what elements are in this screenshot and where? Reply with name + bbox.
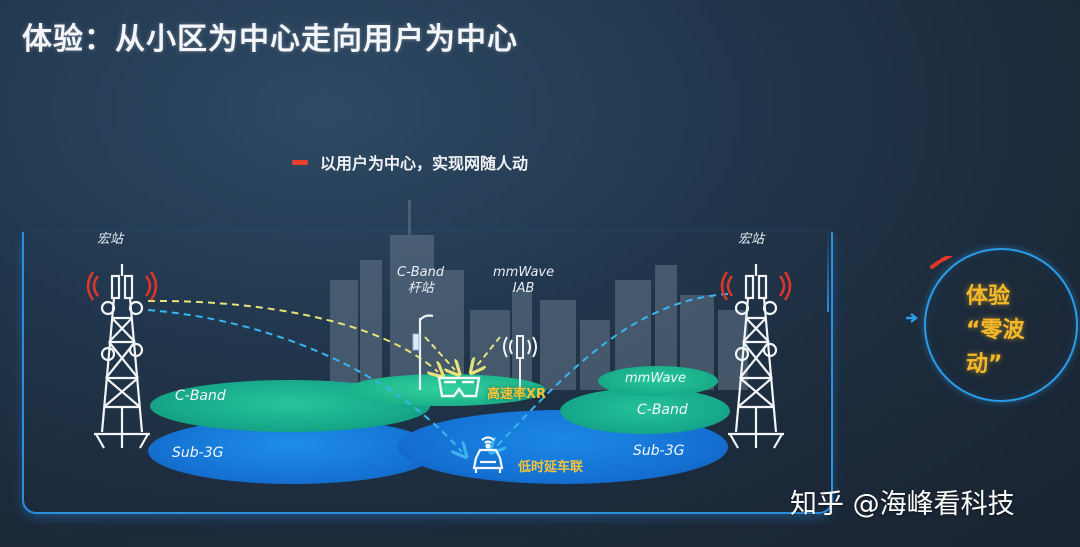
left-macro-tower-icon [86, 264, 158, 449]
use-case-xr-label: 高速率XR [487, 387, 547, 402]
badge-line-3: 动” [966, 352, 1003, 377]
badge-red-dashes-icon [930, 256, 952, 269]
band-label-sub3g-right: Sub-3G [633, 443, 685, 459]
vr-glasses-icon [437, 376, 481, 398]
slide-title: 体验：从小区为中心走向用户为中心 [22, 22, 518, 57]
subtitle-text: 以用户为中心，实现网随人动 [320, 154, 529, 173]
pole-site-label-band: C-Band [397, 265, 445, 280]
band-label-mmwave-right: mmWave [625, 371, 687, 386]
band-label-cband-left: C-Band [175, 388, 226, 404]
band-label-cband-right: C-Band [637, 402, 688, 418]
experience-badge-text: 体验 “零波 动” [966, 280, 1024, 382]
bullet-dash-icon [292, 159, 308, 165]
slide-subtitle: 以用户为中心，实现网随人动 [292, 150, 528, 174]
badge-line-2: “零波 [966, 318, 1025, 343]
pole-site-label: C-Band 杆站 [397, 265, 444, 297]
badge-line-1: 体验 [966, 284, 1011, 309]
diagram-frame-edge [827, 232, 829, 312]
pole-site-label-type: 杆站 [407, 281, 434, 296]
diagram-frame [22, 232, 833, 514]
iab-site-label-type: IAB [512, 281, 535, 296]
left-macro-site-label: 宏站 [97, 232, 124, 247]
right-macro-tower-icon [720, 264, 792, 449]
arrow-right-icon [906, 313, 918, 323]
experience-badge-ring [924, 248, 1078, 402]
pole-site-icon [412, 314, 434, 390]
iab-site-label-band: mmWave [493, 265, 555, 280]
iab-antenna-icon [503, 335, 537, 390]
connected-car-icon [472, 436, 504, 473]
watermark: 知乎 @海峰看科技 [790, 489, 1015, 520]
band-label-sub3g-left: Sub-3G [172, 445, 224, 461]
iab-site-label: mmWave IAB [493, 265, 554, 297]
right-macro-site-label: 宏站 [738, 232, 765, 247]
mmwave-coverage-right [598, 366, 718, 396]
use-case-v2x-label: 低时延车联 [518, 460, 584, 475]
